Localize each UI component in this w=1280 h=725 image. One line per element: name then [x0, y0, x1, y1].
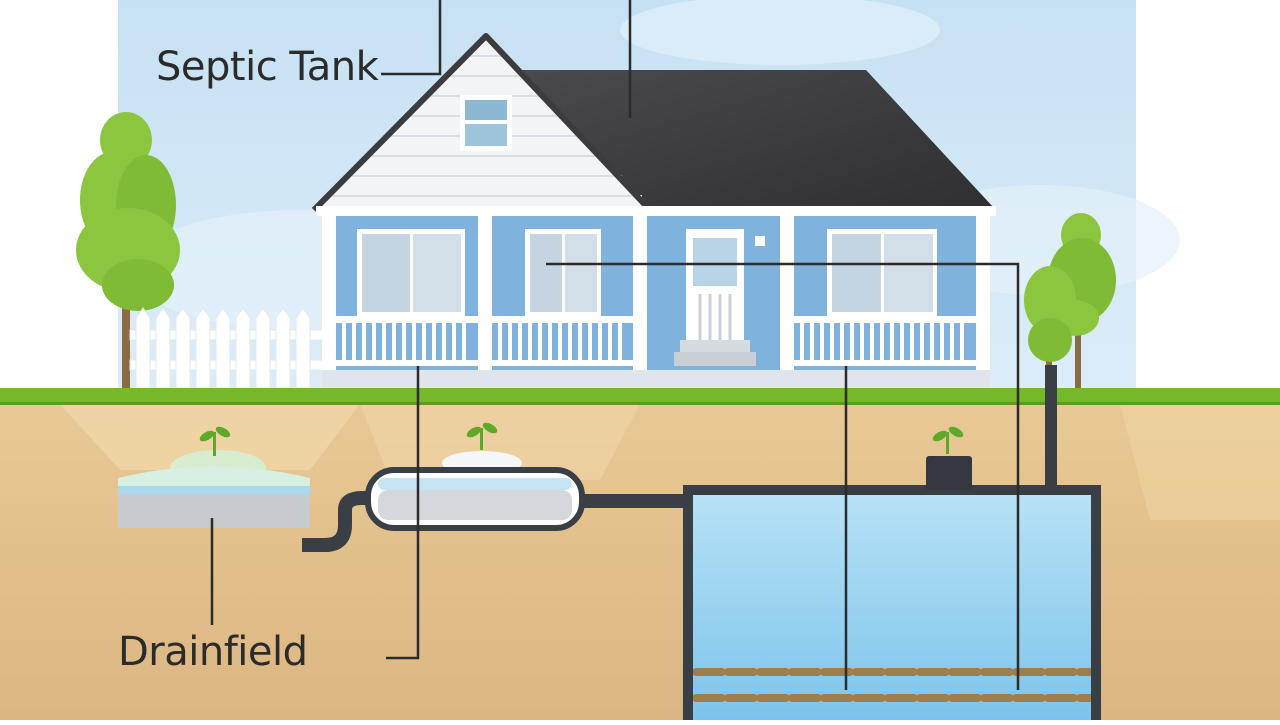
leader-line-drain-right: [386, 366, 420, 660]
drainfield-label: Drainfield: [118, 629, 308, 675]
tree-right: [1024, 213, 1116, 390]
window-3: [827, 229, 937, 317]
leader-line-septic: [381, 0, 442, 76]
underground-tank: [683, 456, 1101, 725]
drainfield-mound: [118, 450, 310, 528]
leader-lines: [210, 0, 1020, 690]
septic-tank-label: Septic Tank: [156, 44, 379, 90]
porch-railing: [336, 316, 976, 366]
house: [311, 33, 996, 388]
septic-tank: [365, 451, 585, 531]
window-1: [357, 229, 465, 317]
picket-fence: [129, 307, 326, 389]
access-lid: [926, 456, 972, 490]
window-2: [525, 229, 601, 317]
tree-left: [76, 112, 180, 388]
grass: [0, 388, 1280, 404]
roof: [520, 70, 994, 208]
sprout-icon: [199, 422, 964, 456]
leader-line-house: [546, 262, 1020, 690]
front-door: [674, 229, 765, 366]
